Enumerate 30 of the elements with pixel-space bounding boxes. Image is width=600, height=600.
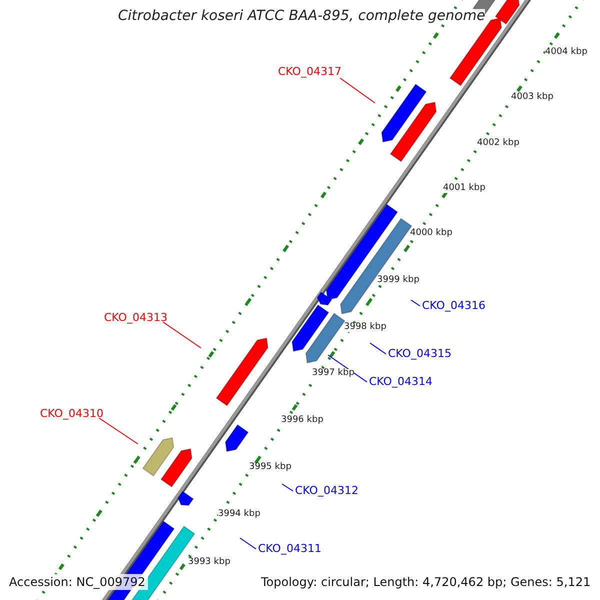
- scale-label: 4002 kbp: [477, 139, 520, 148]
- scale-label: 4003 kbp: [511, 93, 554, 102]
- scale-label: 3996 kbp: [281, 416, 324, 425]
- leader-line: [370, 342, 386, 354]
- gene-label: CKO_04312: [295, 485, 358, 496]
- scale-label: 3994 kbp: [218, 510, 260, 519]
- leader-line: [410, 300, 420, 306]
- gene-label: CKO_04311: [258, 543, 322, 554]
- scale-label: 3997 kbp: [312, 369, 354, 378]
- leader-line: [282, 484, 294, 492]
- leader-line: [340, 78, 376, 104]
- scale-label: 3999 kbp: [377, 276, 420, 285]
- gene-label: CKO_04316: [422, 300, 486, 311]
- footer-text: Accession: NC_009792: [6, 574, 148, 590]
- leader-line: [240, 538, 256, 550]
- leader-line: [328, 354, 368, 382]
- gene-label: CKO_04315: [388, 348, 452, 359]
- scale-label: 3993 kbp: [188, 558, 230, 567]
- scale-label: 3995 kbp: [249, 463, 292, 472]
- scale-label: 4004 kbp: [545, 48, 588, 57]
- gene-label: CKO_04314: [369, 376, 432, 387]
- gene-label: CKO_04310: [40, 408, 104, 419]
- gene-label: CKO_04313: [104, 312, 168, 323]
- gene-label: CKO_04317: [278, 66, 342, 77]
- leader-line: [98, 418, 138, 444]
- map-title: Citrobacter koseri ATCC BAA-895, complete genome: [118, 9, 486, 23]
- leader-line: [162, 322, 202, 348]
- scale-label: 4001 kbp: [443, 184, 486, 193]
- scale-label: 4000 kbp: [410, 229, 452, 238]
- scale-label: 3998 kbp: [344, 323, 386, 332]
